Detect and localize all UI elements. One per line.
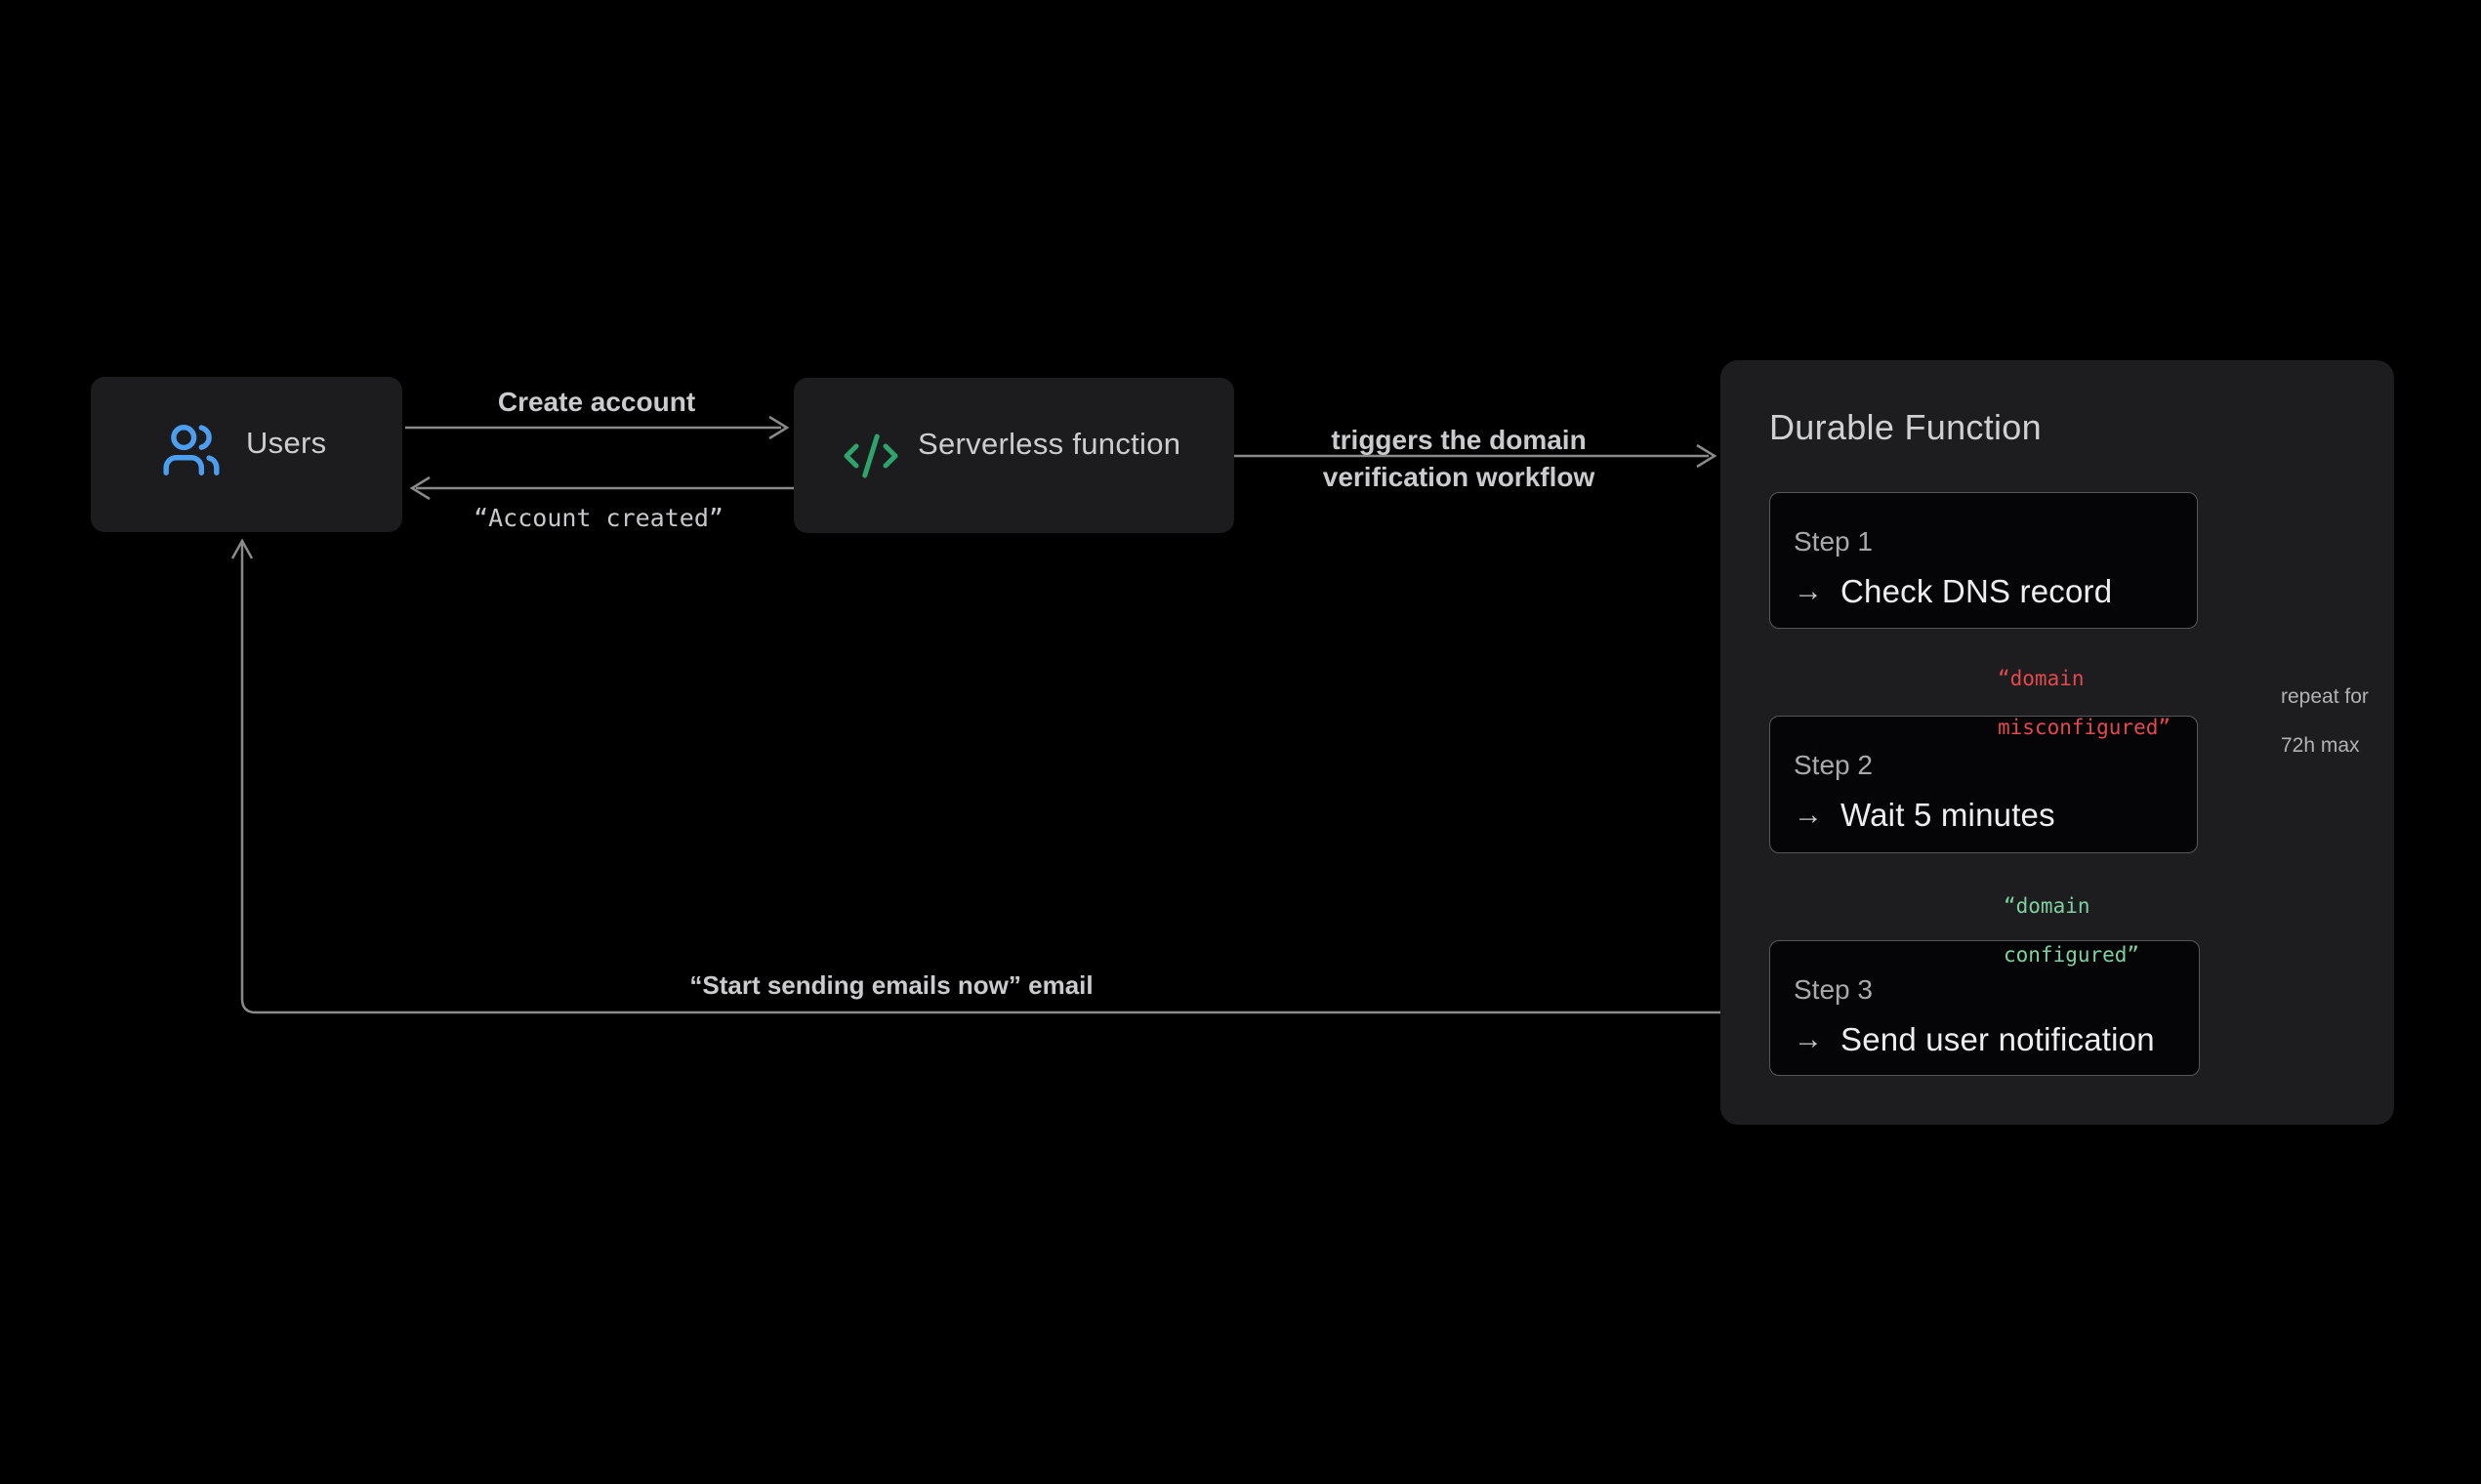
account-created-label: “Account created” [474, 504, 724, 532]
step-1-label: Step 1 [1794, 526, 1873, 556]
domain-configured-label: “domain configured” [2004, 870, 2139, 992]
durable-function-panel: Durable Function Step 1 → Check DNS reco… [1720, 360, 2394, 1125]
domain-configured-line2: configured” [2004, 943, 2140, 967]
step-2-box: Step 2 → Wait 5 minutes [1769, 716, 2198, 853]
repeat-note-line1: repeat for [2281, 685, 2369, 708]
arrow-right-icon: → [1794, 799, 1823, 831]
triggers-label-line2: verification workflow [1322, 462, 1595, 492]
step-3-action: Send user notification [1840, 1021, 2155, 1057]
step-1-box: Step 1 → Check DNS record [1769, 492, 2198, 629]
code-icon [842, 427, 900, 490]
repeat-note-line2: 72h max [2281, 734, 2360, 757]
notification-return-line [240, 543, 1769, 1014]
serverless-node: Serverless function [794, 378, 1234, 533]
step-2-action: Wait 5 minutes [1840, 797, 2055, 833]
users-node: Users [91, 377, 402, 532]
arrow-right-icon: → [1794, 1023, 1823, 1055]
repeat-note: repeat for 72h max [2281, 660, 2369, 782]
users-node-label: Users [246, 426, 327, 460]
create-account-arrowhead [768, 415, 790, 440]
serverless-node-label: Serverless function [918, 427, 1181, 461]
notification-return-arrowhead [230, 538, 254, 559]
start-sending-label: “Start sending emails now” email [689, 970, 1094, 1000]
account-created-arrowhead [409, 475, 431, 501]
arrow-right-icon: → [1794, 575, 1823, 607]
create-account-label: Create account [497, 387, 696, 417]
durable-function-title: Durable Function [1769, 407, 2042, 447]
users-icon [159, 420, 224, 485]
triggers-label: triggers the domain verification workflo… [1323, 422, 1595, 496]
domain-configured-line1: “domain [2004, 894, 2090, 918]
triggers-label-line1: triggers the domain [1331, 425, 1587, 455]
step-1-action: Check DNS record [1840, 573, 2113, 609]
step-3-label: Step 3 [1794, 974, 1873, 1005]
triggers-arrowhead [1696, 443, 1717, 469]
step-3-box: Step 3 → Send user notification [1769, 940, 2200, 1076]
domain-misconfigured-label: “domain misconfigured” [1998, 642, 2171, 764]
domain-misconfigured-line2: misconfigured” [1998, 716, 2171, 739]
domain-misconfigured-line1: “domain [1998, 667, 2085, 690]
step-2-label: Step 2 [1794, 750, 1873, 780]
